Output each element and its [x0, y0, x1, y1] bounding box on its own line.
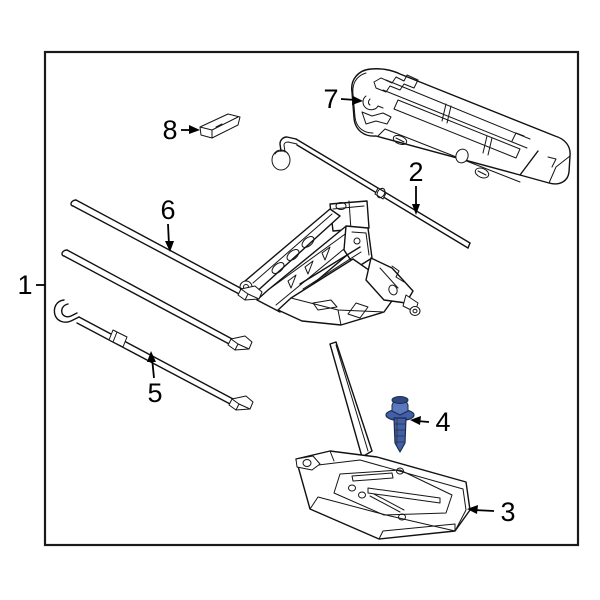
part-retainer-bolt: [385, 396, 415, 453]
part-scissor-jack: [239, 200, 421, 326]
part-tool-storage-tray: [351, 68, 571, 185]
callout-numbers: 1 2 3 4 5 6 7 8: [17, 84, 515, 527]
callout-label-4: 4: [435, 407, 450, 437]
part-jack-crank-handle: [271, 136, 471, 249]
arrowhead-3: [467, 505, 478, 514]
part-mounting-bracket: [295, 341, 471, 540]
arrowhead-4: [410, 416, 421, 425]
part-hook-extension-rod: [53, 299, 254, 411]
arrowhead-8: [189, 125, 200, 134]
callout-leaders: [36, 96, 495, 514]
part-extension-rod-upper: [70, 199, 263, 301]
callout-label-2: 2: [408, 157, 423, 187]
part-wheel-chock-block: [199, 113, 241, 139]
callout-label-3: 3: [500, 497, 515, 527]
arrowhead-6: [165, 241, 174, 252]
part-extension-rod-middle: [61, 249, 253, 351]
arrowhead-5: [147, 351, 156, 362]
callout-label-8: 8: [162, 115, 177, 145]
callout-label-7: 7: [323, 84, 338, 114]
callout-label-5: 5: [147, 378, 162, 408]
callout-label-1: 1: [17, 270, 32, 300]
arrowhead-2: [412, 204, 420, 215]
arrowhead-7: [352, 96, 363, 105]
callout-label-6: 6: [160, 195, 175, 225]
